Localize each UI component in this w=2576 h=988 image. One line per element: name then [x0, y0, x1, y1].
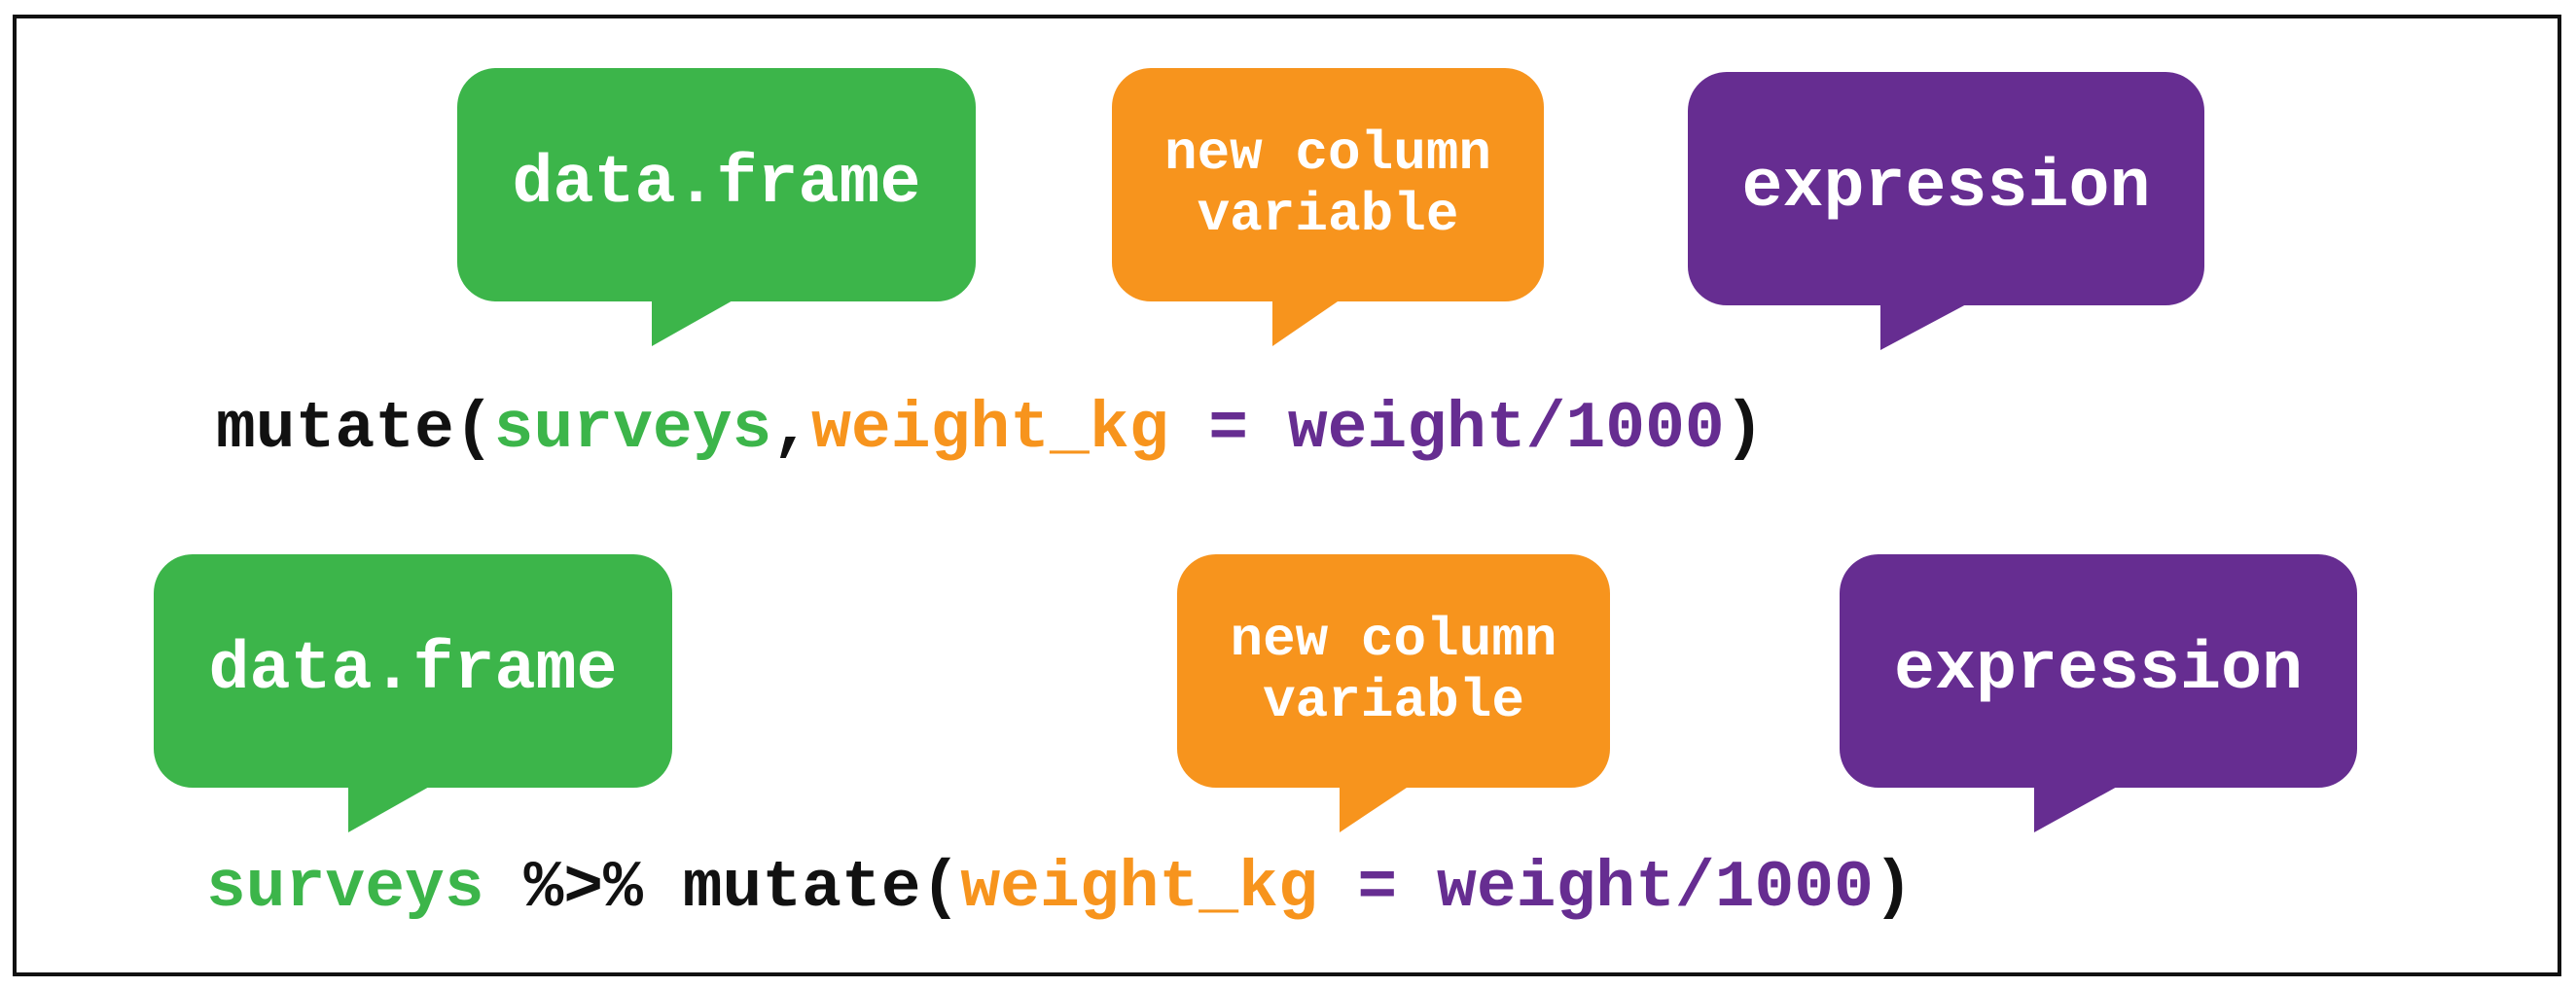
- row2-new-column-label-line2: variable: [1263, 670, 1524, 732]
- row2-code-dataframe: surveys: [206, 851, 484, 926]
- row1-dataframe-tail: [652, 300, 734, 346]
- row1-new-column-bubble: new column variable: [1112, 68, 1544, 346]
- row1-new-column-label-line2: variable: [1197, 184, 1459, 246]
- row2-expression-bubble: expression: [1840, 554, 2357, 832]
- row2-expression-label: expression: [1893, 631, 2304, 709]
- row2-code-equals: =: [1317, 851, 1438, 926]
- row2-dataframe-label: data.frame: [208, 631, 618, 709]
- row1-code-comma: ,: [771, 392, 812, 467]
- row2-new-column-tail: [1340, 786, 1410, 832]
- row2-code-fn: mutate(: [682, 851, 961, 926]
- row1-code-expression: weight/1000: [1287, 392, 1725, 467]
- row1-code-close: ): [1724, 392, 1765, 467]
- row1-expression-tail: [1880, 303, 1968, 350]
- row1-code-dataframe: surveys: [493, 392, 772, 467]
- row2-new-column-bubble: new column variable: [1177, 554, 1610, 832]
- row2-code-line: surveys %>% mutate(weight_kg = weight/10…: [206, 856, 1914, 922]
- row1-expression-label: expression: [1741, 149, 2151, 227]
- row1-dataframe-label: data.frame: [512, 145, 921, 223]
- row1-expression-bubble: expression: [1688, 72, 2204, 350]
- row1-code-equals: =: [1168, 392, 1288, 467]
- row1-code-line: mutate(surveys,weight_kg = weight/1000): [216, 397, 1765, 463]
- row1-dataframe-bubble: data.frame: [457, 68, 976, 346]
- row2-code-pipe: %>%: [483, 851, 683, 926]
- row2-dataframe-tail: [348, 786, 431, 832]
- row2-code-expression: weight/1000: [1437, 851, 1874, 926]
- row2-expression-tail: [2034, 786, 2119, 832]
- row1-new-column-tail: [1272, 300, 1341, 346]
- row1-new-column-label-line1: new column: [1163, 123, 1492, 186]
- row2-code-close: ): [1873, 851, 1914, 926]
- row1-code-fn: mutate(: [216, 392, 494, 467]
- row2-new-column-label-line1: new column: [1230, 609, 1557, 672]
- row2-dataframe-bubble: data.frame: [154, 554, 672, 832]
- row1-code-column: weight_kg: [811, 392, 1169, 467]
- row2-code-column: weight_kg: [960, 851, 1318, 926]
